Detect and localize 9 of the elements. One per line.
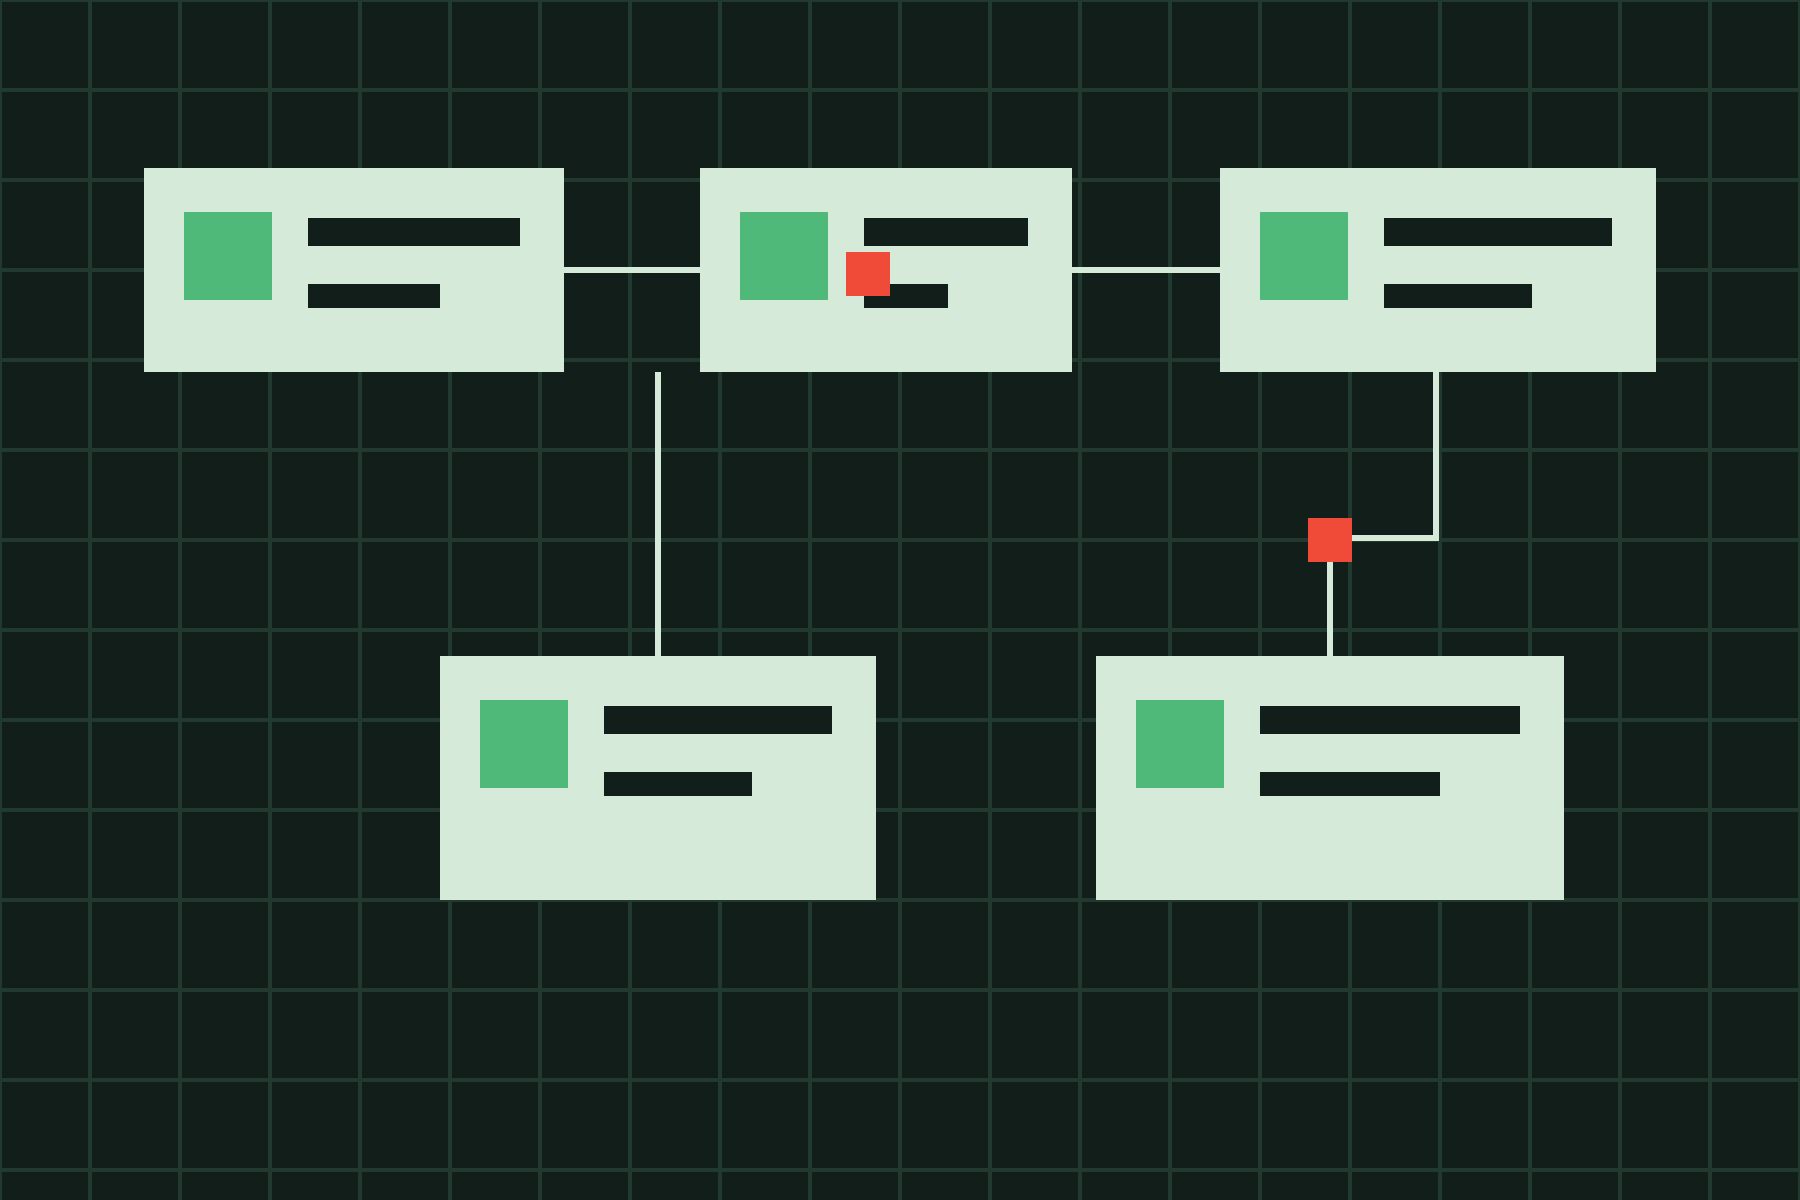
connector-line (1072, 267, 1220, 273)
card (440, 656, 876, 900)
card (1096, 656, 1564, 900)
connector-line (1327, 372, 1439, 656)
card (700, 168, 1072, 372)
connector-line (655, 372, 661, 656)
card (144, 168, 564, 372)
connector-line (564, 267, 700, 273)
card (1220, 168, 1656, 372)
